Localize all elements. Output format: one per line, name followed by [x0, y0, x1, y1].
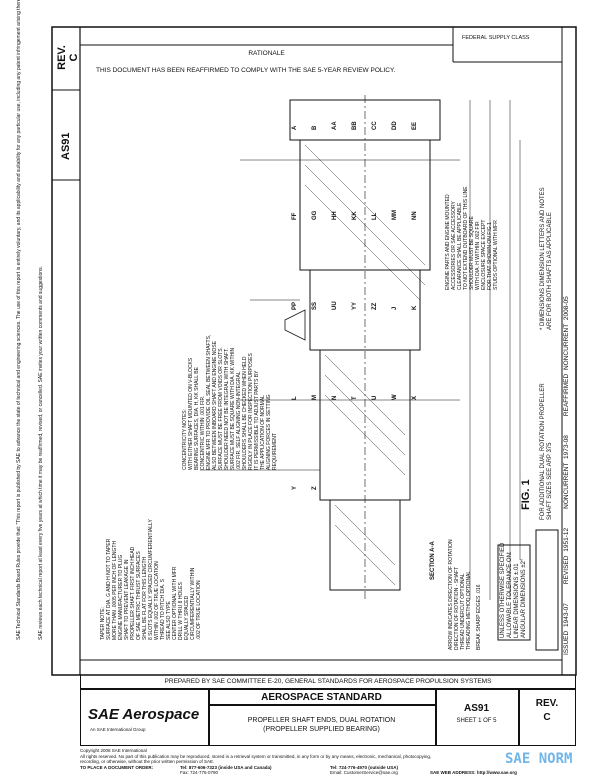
dimension-label: BB — [352, 121, 358, 130]
web-address[interactable]: SAE WEB ADDRESS: http://www.sae.org — [430, 770, 517, 775]
dimension-label: PP — [292, 301, 298, 310]
dimension-label: K — [412, 305, 418, 310]
rationale-text: THIS DOCUMENT HAS BEEN REAFFIRMED TO COM… — [96, 67, 396, 74]
dimension-label: EE — [412, 121, 418, 130]
dimension-label: KK — [352, 211, 358, 220]
rev-reaffirmed: REAFFIRMED NONCURRENT 2008-05 — [563, 296, 570, 417]
note-line: UNLESS OTHERWISE SPECIFIED — [500, 542, 506, 638]
rights-notice: All rights reserved. No part of this pub… — [80, 753, 432, 759]
dimension-label: T — [352, 396, 358, 400]
dimension-label: CC — [372, 121, 378, 130]
dimension-label: B — [312, 125, 318, 130]
dimension-label: FF — [292, 212, 298, 220]
note-line: ARE FOR BOTH SHAFTS AS APPLICABLE — [547, 212, 553, 330]
dimension-label: W — [392, 394, 398, 400]
note-line: LINEAR DIMENSIONS ±.01 — [514, 563, 520, 638]
title-line-1: PROPELLER SHAFT ENDS, DUAL ROTATION — [247, 717, 396, 724]
dimension-label: M — [312, 395, 318, 400]
sheet-number: SHEET 1 OF 5 — [456, 718, 497, 724]
note-line: BREAK SHARP EDGES .016 — [476, 584, 482, 651]
rev-noncurrent: NONCURRENT 1973-08 — [563, 435, 570, 509]
footer: Copyright 2008 SAE International All rig… — [80, 748, 500, 765]
dimension-label: SS — [312, 301, 318, 310]
side-rev-label: REV. — [56, 45, 68, 70]
dimension-label: A — [292, 125, 298, 130]
note-line: SHAFT SIZES SEE ARP 375 — [547, 442, 553, 520]
email: Email: CustomerService@sae.org — [330, 770, 398, 775]
note-line: ALLOWABLE TOLERANCE ON: — [507, 551, 513, 638]
dimension-label: LL — [372, 212, 378, 220]
rights-notice-2: recording, or otherwise, without the pri… — [80, 759, 215, 764]
dimension-label: UU — [332, 301, 338, 310]
dimension-label: U — [372, 395, 378, 400]
copyright: Copyright 2008 SAE International — [80, 748, 147, 753]
left-notes: TAPER NOTE: SURFACE AT DIA. G AND H NOT … — [100, 519, 202, 640]
note-line: * DIMENSIONS DIMENSION LETTERS AND NOTES — [540, 187, 546, 330]
dimension-label: YY — [352, 301, 358, 310]
revision-history: ISSUED 1943-07 REVISED 1951-12 NONCURREN… — [563, 296, 570, 655]
document-title: PROPELLER SHAFT ENDS, DUAL ROTATION (PRO… — [208, 716, 435, 734]
note-line: THREADING METHOD OPTIONAL — [466, 570, 472, 650]
rev-revised: REVISED 1951-12 — [563, 527, 570, 585]
sae-aerospace-logo: SAE Aerospace — [88, 706, 200, 723]
footnotes: FOR ADDITIONAL DUAL ROTATION PROPELLER S… — [540, 383, 554, 520]
tel-intl: Tel: 724-776-4970 (outside USA) — [330, 765, 398, 770]
title-rev: REV. C — [518, 697, 576, 725]
category: AEROSPACE STANDARD — [261, 692, 382, 703]
doc-number: AS91 — [463, 703, 489, 714]
note-line: .002 OF TRUE LOCATION — [196, 580, 202, 640]
rev-value: C — [543, 712, 551, 723]
footnotes-top: * DIMENSIONS DIMENSION LETTERS AND NOTES… — [540, 187, 554, 330]
federal-supply-class-label: FEDERAL SUPPLY CLASS — [462, 35, 530, 41]
right-notes: ENGINE PARTS AND ENGINE MOUNTED ACCESSOR… — [445, 186, 499, 290]
dimension-label: GG — [312, 210, 318, 220]
tel-us: Tel: 877-606-7323 (inside USA and Canada… — [180, 765, 272, 770]
title-line-2: (PROPELLER SUPPLIED BEARING) — [263, 726, 380, 733]
section-label: SECTION A-A — [430, 541, 436, 580]
note-line: REQUIREMENT — [272, 433, 278, 470]
dimension-label: AA — [332, 121, 338, 130]
figure-label: FIG. 1 — [520, 479, 532, 510]
note-line: ANGULAR DIMENSIONS ±2° — [521, 558, 527, 638]
dimension-label: N — [332, 395, 338, 400]
title-block — [80, 689, 576, 746]
side-doc-number: AS91 — [60, 132, 72, 160]
dimension-label: DD — [392, 121, 398, 130]
side-rev: REV. C — [56, 35, 80, 80]
prepared-by: PREPARED BY SAE COMMITTEE E-20, GENERAL … — [164, 678, 492, 685]
order-label: TO PLACE A DOCUMENT ORDER: — [80, 765, 154, 770]
tolerance-box: UNLESS OTHERWISE SPECIFIED ALLOWABLE TOL… — [500, 543, 528, 638]
note-line: FOR ADDITIONAL DUAL ROTATION PROPELLER — [540, 383, 546, 520]
dimension-label: L — [292, 396, 298, 400]
dimension-label: X — [412, 395, 418, 400]
dimension-label: Z — [312, 486, 318, 490]
bottom-notes: ARROW INDICATES DIRECTION OF ROTATION DI… — [448, 539, 482, 650]
side-rev-value: C — [68, 53, 80, 62]
dimension-label: HH — [332, 211, 338, 220]
dimension-label: MM — [392, 210, 398, 220]
rev-label: REV. — [535, 698, 559, 709]
dimension-label: Y — [292, 485, 298, 490]
concentricity-notes: CONCENTRICITY NOTES: WITH EITHER SHAFT M… — [182, 335, 278, 470]
fax: Fax: 724-776-0790 — [180, 770, 219, 775]
watermark: SAE NORM — [505, 751, 573, 767]
logo-tagline: An SAE International Group — [90, 727, 146, 732]
rationale-title: RATIONALE — [248, 50, 285, 57]
dimension-label: NN — [412, 211, 418, 220]
note-line: STUDS OPTIONAL WITH MFR — [493, 220, 499, 290]
dimension-label: J — [392, 306, 398, 310]
rev-issued: ISSUED 1943-07 — [563, 603, 570, 655]
dimension-label: ZZ — [372, 302, 378, 310]
